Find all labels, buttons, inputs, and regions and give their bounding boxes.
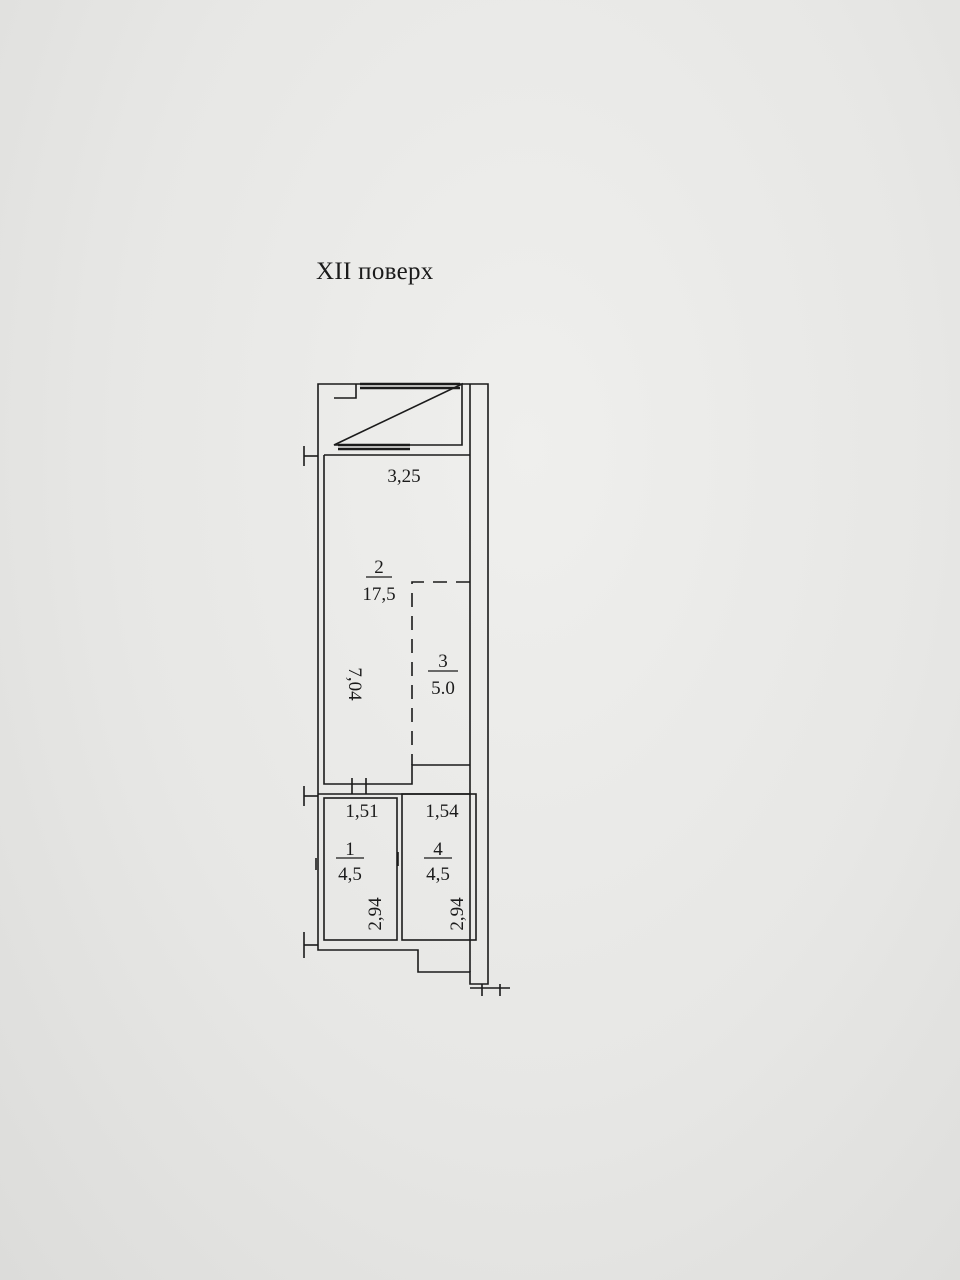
dim-room-1-width: 1,51 — [345, 801, 378, 822]
dim-room-2-width: 3,25 — [387, 466, 420, 487]
room-4-area: 4,5 — [426, 864, 450, 885]
room-3-dashed-partition — [411, 581, 470, 765]
room-3-area: 5.0 — [431, 678, 455, 699]
dim-room-4-width: 1,54 — [425, 801, 459, 822]
room-4-number: 4 — [433, 839, 443, 860]
dim-room-1-length: 2,94 — [365, 897, 386, 931]
room-3-number: 3 — [438, 651, 448, 672]
balcony-outline — [333, 382, 463, 446]
room-4-outline — [401, 793, 477, 941]
room-2-outline — [323, 454, 470, 785]
floor-title: XII поверх — [316, 258, 434, 285]
room-2-number: 2 — [374, 557, 384, 578]
room-1-area: 4,5 — [338, 864, 362, 885]
room-1-outline — [323, 797, 398, 941]
dim-room-2-length: 7,04 — [344, 667, 365, 701]
room-2-area: 17,5 — [362, 584, 395, 605]
room-1-number: 1 — [345, 839, 355, 860]
dim-room-4-length: 2,94 — [447, 897, 468, 931]
